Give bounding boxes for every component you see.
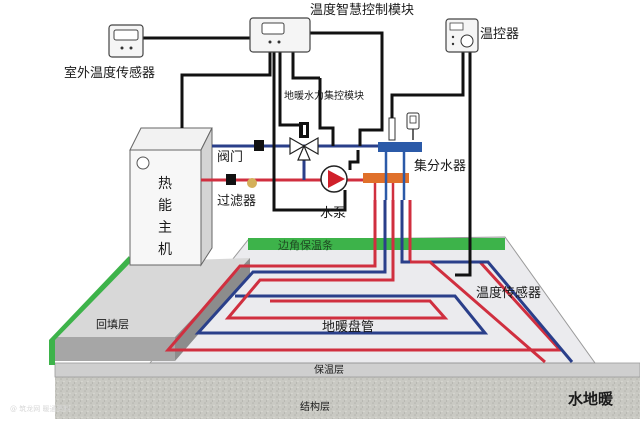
- coil-red-inner: [224, 200, 449, 320]
- manifold-actuator-icon: [388, 117, 396, 141]
- floor-sensor-label: 温度传感器: [476, 286, 542, 301]
- hydraulic-module-label: 地暖水力集控模块: [284, 91, 364, 102]
- valve-label: 阀门: [217, 150, 244, 165]
- heat-source-top: [129, 127, 213, 151]
- structure-layer: [55, 376, 640, 419]
- mixing-valve-icon: [289, 122, 319, 161]
- backfill-front: [55, 337, 175, 361]
- insulation-label: 保温层: [314, 365, 344, 376]
- edge-strip-left: [49, 256, 131, 365]
- floor-coil-label: 地暖盘管: [322, 320, 375, 335]
- coil-blue-outer: [194, 200, 489, 335]
- thermostat-device: [445, 18, 479, 53]
- valve-supply-icon: [226, 174, 236, 185]
- structure-label: 结构层: [300, 402, 330, 413]
- smart-control-module-device: [249, 17, 311, 53]
- backfill-top: [55, 258, 250, 340]
- pump-label: 水泵: [320, 206, 347, 221]
- valve-return-icon: [254, 140, 264, 151]
- backfill-side: [175, 258, 250, 361]
- control-wires: [143, 31, 472, 277]
- manifold-label: 集分水器: [414, 159, 467, 174]
- insulation-layer: [54, 362, 640, 378]
- outdoor-sensor-device: [108, 24, 144, 58]
- thermostat-label: 温控器: [480, 27, 520, 42]
- coil-red-return: [410, 260, 546, 364]
- pump-icon: [320, 165, 348, 193]
- watermark: @ 筑龙网 暖通资料: [10, 405, 71, 413]
- edge-strip-label: 边角保温条: [278, 239, 333, 252]
- backfill-label: 回填层: [96, 318, 129, 331]
- manifold-branches: [373, 152, 406, 200]
- pressure-gauge-icon: [406, 112, 420, 140]
- filter-icon: [247, 178, 257, 188]
- diagram-title: 水地暖: [568, 390, 614, 408]
- filter-label: 过滤器: [217, 194, 257, 209]
- heat-source-indicator-icon: [136, 156, 150, 170]
- heat-source-side: [200, 127, 213, 267]
- manifold-return-bar: [378, 142, 422, 152]
- floor-coil-pipes: [164, 200, 574, 364]
- heat-source-label: 热 能 主 机: [158, 176, 172, 258]
- smart-module-label: 温度智慧控制模块: [310, 3, 415, 18]
- outdoor-sensor-label: 室外温度传感器: [64, 66, 156, 81]
- coil-blue-inner: [400, 200, 574, 363]
